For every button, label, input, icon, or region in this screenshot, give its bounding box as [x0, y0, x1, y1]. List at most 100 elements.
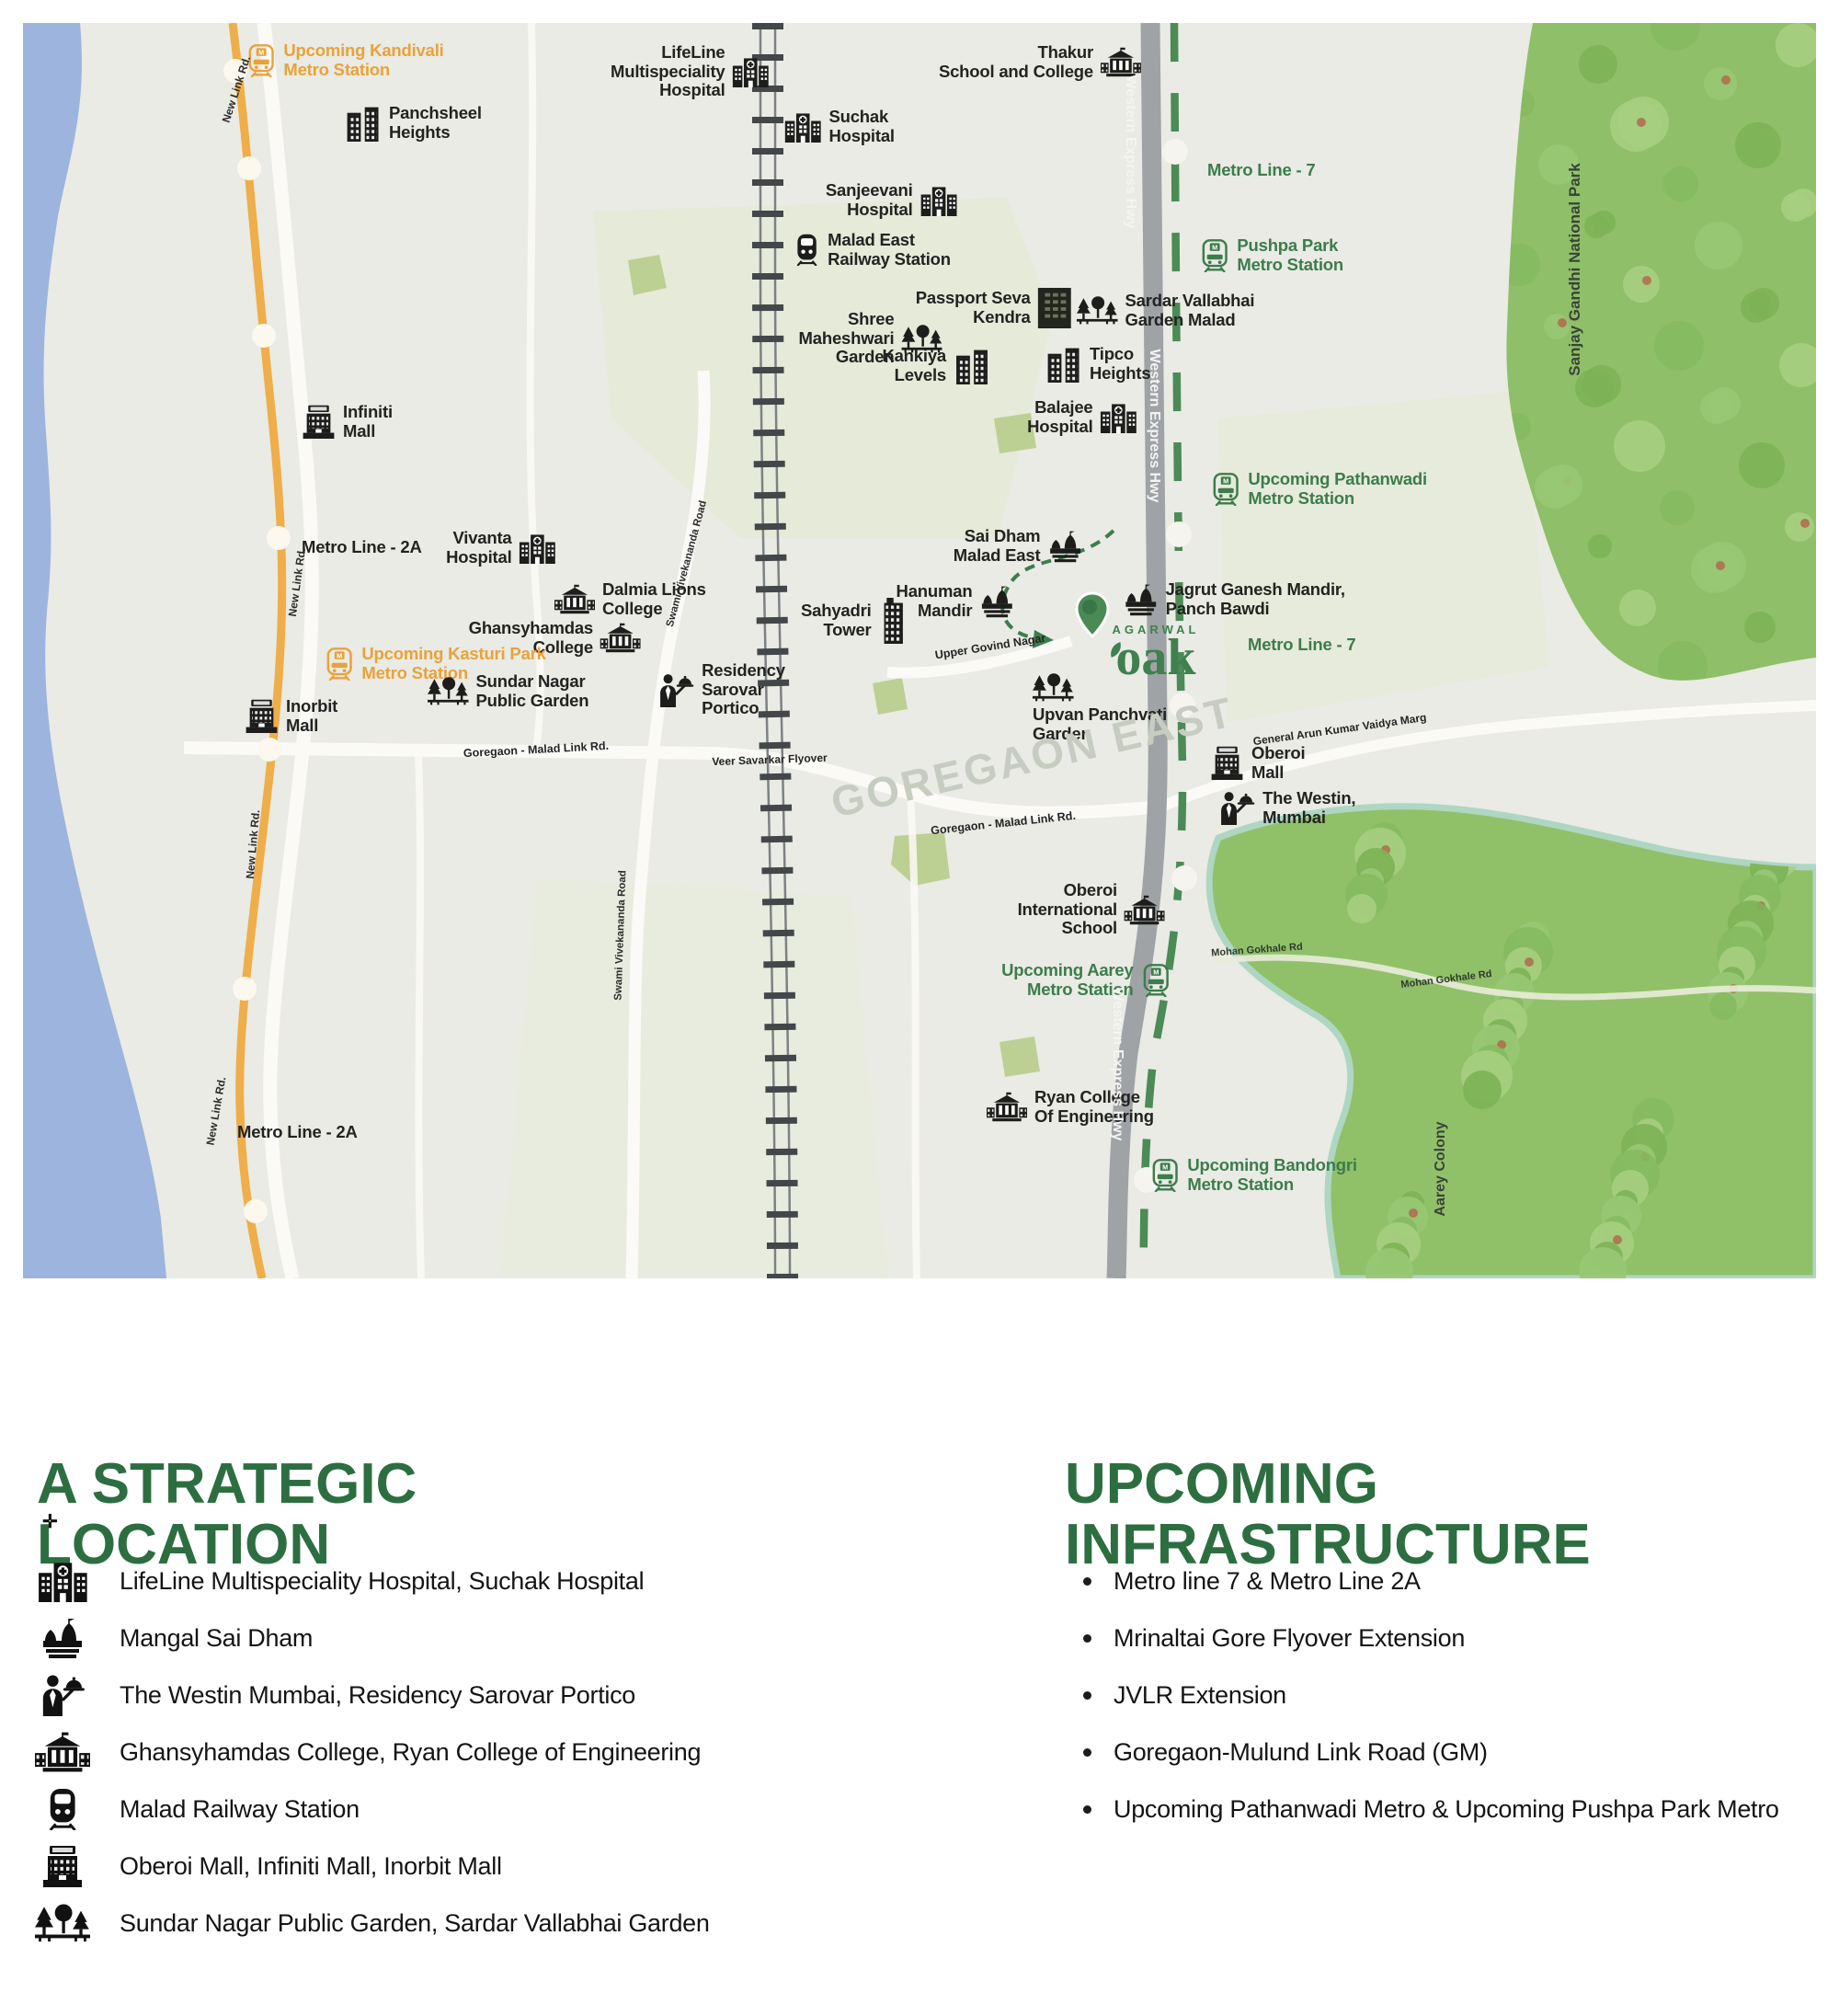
suchak-hospital-label: Suchak Hospital	[828, 107, 895, 145]
upvan-panchvati-garden-label: Upvan Panchvati Garden	[1033, 704, 1168, 743]
infrastructure-list-item: JVLR Extension	[1067, 1667, 1811, 1724]
vivanta-hospital: Vivanta Hospital	[446, 528, 556, 567]
site-approach-route	[1000, 529, 1115, 641]
svg-text:M: M	[258, 49, 264, 57]
butler-icon	[35, 1674, 90, 1716]
upcoming-infrastructure-title: UPCOMING INFRASTRUCTURE	[1065, 1452, 1591, 1576]
location-list-item: LifeLine Multispeciality Hospital, Sucha…	[35, 1552, 771, 1609]
logo-name: oak	[1082, 632, 1229, 683]
svg-text:M: M	[1223, 477, 1228, 486]
hospital-icon	[784, 111, 821, 143]
agarwal-oak-logo: AGARWAL oak	[1082, 623, 1229, 683]
metro-icon: M	[1200, 238, 1229, 273]
svg-text:M: M	[1162, 1163, 1168, 1172]
ryan-college-of-engineering-label: Ryan College Of Engineering	[1034, 1087, 1154, 1126]
tipco-heights: Tipco Heights	[1045, 344, 1151, 383]
general-arun-kumar-vaidya-marg-road	[1159, 700, 1816, 812]
infrastructure-item-label: Mrinaltai Gore Flyover Extension	[1114, 1623, 1466, 1652]
inorbit-mall-label: Inorbit Mall	[286, 696, 338, 735]
metro-icon: M	[1211, 472, 1240, 507]
garden-icon	[901, 324, 942, 354]
balajee-hospital: Balajee Hospital	[1027, 397, 1137, 436]
bullet-dot	[1083, 1633, 1091, 1643]
metro-line-2a-bottom: Metro Line - 2A	[237, 1122, 358, 1142]
location-item-label: Oberoi Mall, Infiniti Mall, Inorbit Mall	[120, 1851, 502, 1880]
location-item-label: LifeLine Multispeciality Hospital, Sucha…	[120, 1566, 645, 1595]
inorbit-mall: Inorbit Mall	[245, 696, 338, 735]
svg-text:M: M	[1212, 244, 1217, 252]
western-express-hwy-label: Western Express Hwy	[1110, 987, 1125, 1141]
location-list-item: Mangal Sai Dham	[35, 1609, 771, 1667]
mall-icon	[245, 699, 279, 734]
thakur-school-and-college-label: Thakur School and College	[938, 42, 1093, 81]
swami-vivekananda-road	[625, 370, 711, 1278]
metro-line-2a-top-label: Metro Line - 2A	[302, 537, 422, 556]
butler-icon	[657, 673, 694, 707]
panchsheel-heights-label: Panchsheel Heights	[389, 103, 482, 142]
school-icon	[600, 623, 641, 653]
new-link-road	[257, 23, 319, 1278]
mall-icon	[1210, 746, 1244, 781]
sai-dham-malad-east-label: Sai Dham Malad East	[953, 526, 1041, 565]
sahyadri-tower: Sahyadri Tower	[801, 598, 908, 644]
bullet-dot	[1083, 1804, 1091, 1814]
temple-icon	[35, 1617, 90, 1659]
hospital-icon	[520, 533, 556, 564]
mall-icon	[302, 405, 336, 440]
metro-line-2a-top: Metro Line - 2A	[302, 537, 422, 557]
sanjeevani-hospital: Sanjeevani Hospital	[826, 180, 957, 219]
location-item-label: Mangal Sai Dham	[120, 1623, 314, 1652]
infrastructure-list-item: Metro line 7 & Metro Line 2A	[1067, 1552, 1811, 1609]
sardar-vallabhai-garden-malad: Sardar Vallabhai Garden Malad	[1077, 291, 1255, 329]
train-icon	[35, 1788, 90, 1830]
railway-line	[752, 23, 798, 1278]
the-westin-mumbai-label: The Westin, Mumbai	[1262, 788, 1356, 827]
balajee-hospital-label: Balajee Hospital	[1027, 397, 1093, 436]
pushpa-park-metro-station-label: Pushpa Park Metro Station	[1237, 235, 1343, 274]
ghansyhamdas-college-label: Ghansyhamdas College	[468, 618, 594, 657]
hospital-icon	[1101, 402, 1137, 433]
route-arrow	[1033, 630, 1054, 648]
kankiya-levels-label: Kankiya Levels	[882, 346, 946, 384]
ghansyhamdas-college: Ghansyhamdas College	[468, 618, 641, 657]
location-item-label: The Westin Mumbai, Residency Sarovar Por…	[120, 1680, 636, 1709]
metro-icon: M	[1141, 963, 1171, 998]
tipco-heights-label: Tipco Heights	[1090, 344, 1151, 383]
hospital-icon	[733, 56, 770, 88]
building-icon	[1045, 346, 1082, 383]
shree-maheshwari-garden-label: Shree Maheshwari Garden	[798, 309, 895, 367]
suchak-hospital: Suchak Hospital	[784, 107, 895, 145]
strategic-location-list: LifeLine Multispeciality Hospital, Sucha…	[35, 1552, 771, 1952]
western-express-hwy	[1106, 23, 1168, 1278]
dalmia-lions-college-label: Dalmia Lions College	[602, 579, 706, 618]
residency-sarovar-portico: Residency Sarovar Portico	[657, 660, 785, 718]
lifeline-multispeciality-hospital-label: LifeLine Multispeciality Hospital	[611, 42, 725, 100]
garden-icon	[428, 676, 469, 706]
passport-seva-kendra-label: Passport Seva Kendra	[915, 288, 1031, 326]
location-item-label: Sundar Nagar Public Garden, Sardar Valla…	[120, 1908, 710, 1937]
metro-line-2a-bottom-label: Metro Line - 2A	[237, 1122, 358, 1141]
oberoi-international-school-label: Oberoi International School	[1017, 880, 1118, 938]
malad-east-railway-station: Malad East Railway Station	[794, 230, 951, 269]
metro-icon: M	[325, 647, 354, 682]
infrastructure-item-label: Metro line 7 & Metro Line 2A	[1114, 1566, 1421, 1595]
temple-icon	[1124, 583, 1159, 616]
upcoming-infrastructure-list: Metro line 7 & Metro Line 2A Mrinaltai Go…	[1067, 1552, 1811, 1838]
dalmia-lions-college: Dalmia Lions College	[554, 579, 706, 618]
strategic-location-title: A STRATEGIC LOCATION	[37, 1452, 417, 1576]
passport-seva-kendra: Passport Seva Kendra	[916, 288, 1071, 328]
oberoi-international-school: Oberoi International School	[1017, 880, 1165, 938]
residency-sarovar-portico-label: Residency Sarovar Portico	[702, 660, 785, 718]
metro-line-7-top-label: Metro Line - 7	[1207, 160, 1316, 179]
western-express-hwy-label: Western Express Hwy	[1123, 74, 1138, 229]
hospital-icon	[920, 185, 957, 216]
garden-icon	[1033, 672, 1074, 703]
metro-2a-stations	[223, 59, 291, 1223]
svg-text:M: M	[337, 652, 342, 660]
hanuman-mandir: Hanuman Mandir	[897, 581, 1014, 620]
aarey-colony-label: Aarey Colony	[1433, 1121, 1448, 1217]
